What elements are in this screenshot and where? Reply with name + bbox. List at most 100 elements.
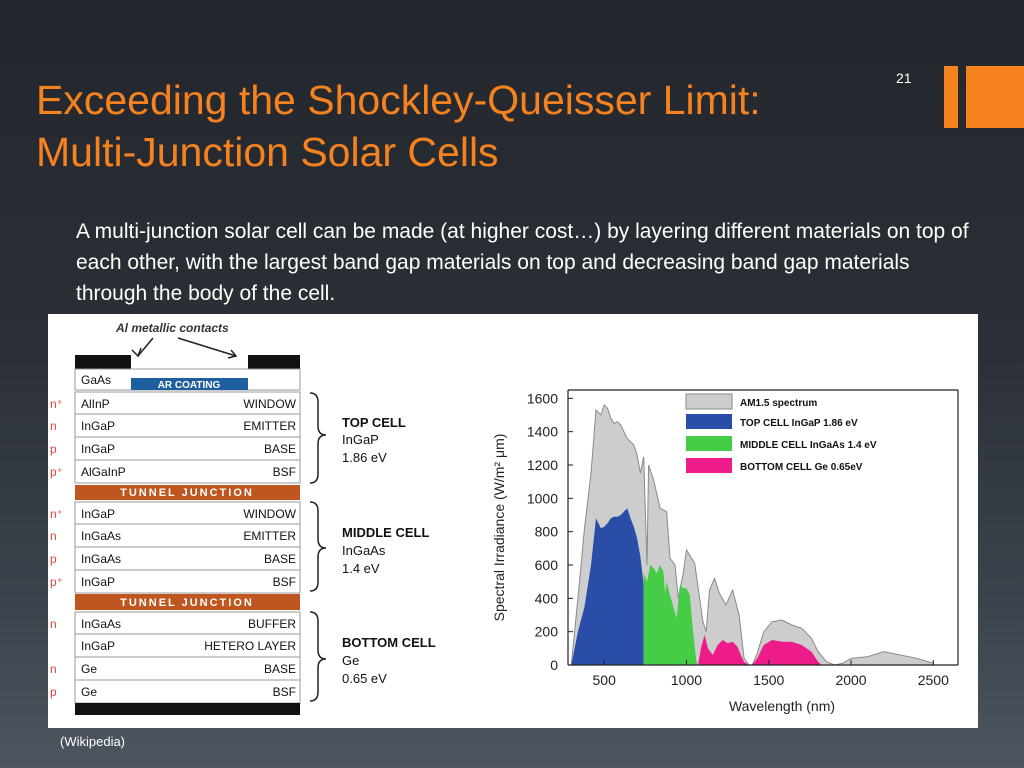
top-cell-brace — [309, 392, 327, 484]
doping-label: p — [50, 685, 57, 699]
bottom-contact — [75, 703, 300, 715]
middle-cell-material: InGaAs — [342, 543, 386, 558]
layer-row: n⁺ AlInP WINDOW — [50, 391, 301, 416]
role-label: BASE — [264, 442, 296, 456]
series-area-2 — [643, 565, 698, 665]
ar-coating — [131, 378, 248, 390]
x-tick-label: 2500 — [918, 672, 949, 688]
series-area-1 — [571, 508, 644, 665]
role-label: WINDOW — [243, 397, 296, 411]
role-label: HETERO LAYER — [204, 639, 296, 653]
figure-svg: Al metallic contacts GaAs AR COATING n⁺A… — [50, 321, 959, 715]
role-label: BSF — [273, 465, 296, 479]
doping-label: p⁺ — [50, 575, 63, 589]
material-label: InGaAs — [81, 617, 121, 631]
doping-label: p — [50, 442, 57, 456]
legend-label-3: BOTTOM CELL Ge 0.65eV — [740, 462, 863, 473]
y-tick-label: 1400 — [527, 424, 558, 440]
top-cell-material: InGaP — [342, 432, 379, 447]
y-tick-label: 600 — [535, 557, 559, 573]
middle-cell-label: MIDDLE CELL InGaAs 1.4 eV — [342, 525, 429, 576]
role-label: BASE — [264, 552, 296, 566]
middle-cell-brace — [309, 501, 327, 592]
doping-label: n — [50, 419, 57, 433]
gaas-label: GaAs — [81, 373, 111, 387]
cell-braces — [309, 392, 327, 702]
doping-label: p — [50, 552, 57, 566]
doping-label: p⁺ — [50, 465, 63, 479]
legend-swatch-2 — [686, 436, 732, 451]
layer-row: p InGaAs BASE — [50, 546, 301, 571]
tunnel-junction-2-label: TUNNEL JUNCTION — [120, 597, 254, 609]
role-label: BUFFER — [248, 617, 296, 631]
y-tick-label: 200 — [535, 624, 559, 640]
caption: (Wikipedia) — [60, 734, 126, 749]
slide-title: Exceeding the Shockley-Queisser Limit: M… — [36, 74, 906, 178]
x-axis-label: Wavelength (nm) — [729, 698, 835, 714]
layer-row: p Ge BSF — [50, 679, 301, 704]
bottom-cell-gap: 0.65 eV — [342, 671, 387, 686]
y-tick-label: 800 — [535, 524, 559, 540]
y-axis-label: Spectral Irradiance (W/m² μm) — [491, 434, 507, 622]
role-label: WINDOW — [243, 507, 296, 521]
legend-swatch-0 — [685, 393, 733, 410]
figure-panel: Al metallic contacts GaAs AR COATING n⁺A… — [48, 314, 978, 728]
contacts-label: Al metallic contacts — [115, 321, 229, 335]
contact-right — [248, 355, 300, 369]
middle-cell-gap: 1.4 eV — [342, 561, 380, 576]
contact-arrow-left — [137, 337, 154, 357]
x-tick-label: 500 — [593, 672, 617, 688]
role-label: BASE — [264, 662, 296, 676]
contact-left — [75, 355, 131, 369]
slide-number: 21 — [896, 70, 912, 86]
body-text: A multi-junction solar cell can be made … — [76, 220, 969, 305]
layer-row: n InGaAs BUFFER — [50, 611, 301, 636]
top-cell-gap: 1.86 eV — [342, 450, 387, 465]
role-label: BSF — [273, 575, 296, 589]
material-label: InGaAs — [81, 552, 121, 566]
top-cell-label: TOP CELL InGaP 1.86 eV — [342, 415, 406, 465]
chart-areas — [570, 404, 934, 666]
doping-label: n — [50, 617, 57, 631]
layer-stack-diagram: Al metallic contacts GaAs AR COATING n⁺A… — [50, 321, 436, 715]
x-tick-label: 1000 — [671, 672, 702, 688]
doping-label: n⁺ — [50, 507, 63, 521]
accent-bar — [944, 66, 958, 128]
material-label: InGaP — [81, 442, 115, 456]
tunnel-junction-1 — [75, 485, 300, 500]
material-label: Ge — [81, 662, 97, 676]
y-tick-label: 1200 — [527, 457, 558, 473]
material-label: Ge — [81, 685, 97, 699]
bottom-cell-label: BOTTOM CELL Ge 0.65 eV — [342, 635, 436, 686]
x-tick-label: 2000 — [835, 672, 866, 688]
tunnel-junction-2 — [75, 594, 300, 610]
title-line-1: Exceeding the Shockley-Queisser Limit: — [36, 77, 761, 123]
layer-row: n⁺ InGaP WINDOW — [50, 501, 301, 526]
series-area-3 — [698, 635, 822, 665]
legend-label-2: MIDDLE CELL InGaAs 1.4 eV — [740, 440, 877, 451]
material-label: AlGaInP — [81, 465, 126, 479]
middle-cell-name: MIDDLE CELL — [342, 525, 429, 540]
tunnel-junction-1-label: TUNNEL JUNCTION — [120, 487, 254, 499]
material-label: InGaAs — [81, 529, 121, 543]
legend-swatch-3 — [686, 458, 732, 473]
material-label: AlInP — [81, 397, 110, 411]
legend-label-1: TOP CELL InGaP 1.86 eV — [740, 418, 858, 429]
legend-label-0: AM1.5 spectrum — [740, 398, 817, 409]
y-tick-label: 1600 — [527, 390, 558, 406]
role-label: EMITTER — [243, 529, 296, 543]
role-label: BSF — [273, 685, 296, 699]
bottom-cell-name: BOTTOM CELL — [342, 635, 436, 650]
layer-row: p⁺ AlGaInP BSF — [50, 459, 301, 484]
accent-block — [966, 66, 1024, 128]
doping-label: n⁺ — [50, 397, 63, 411]
material-label: InGaP — [81, 507, 115, 521]
contact-arrow-right — [177, 337, 237, 357]
y-tick-label: 400 — [535, 590, 559, 606]
